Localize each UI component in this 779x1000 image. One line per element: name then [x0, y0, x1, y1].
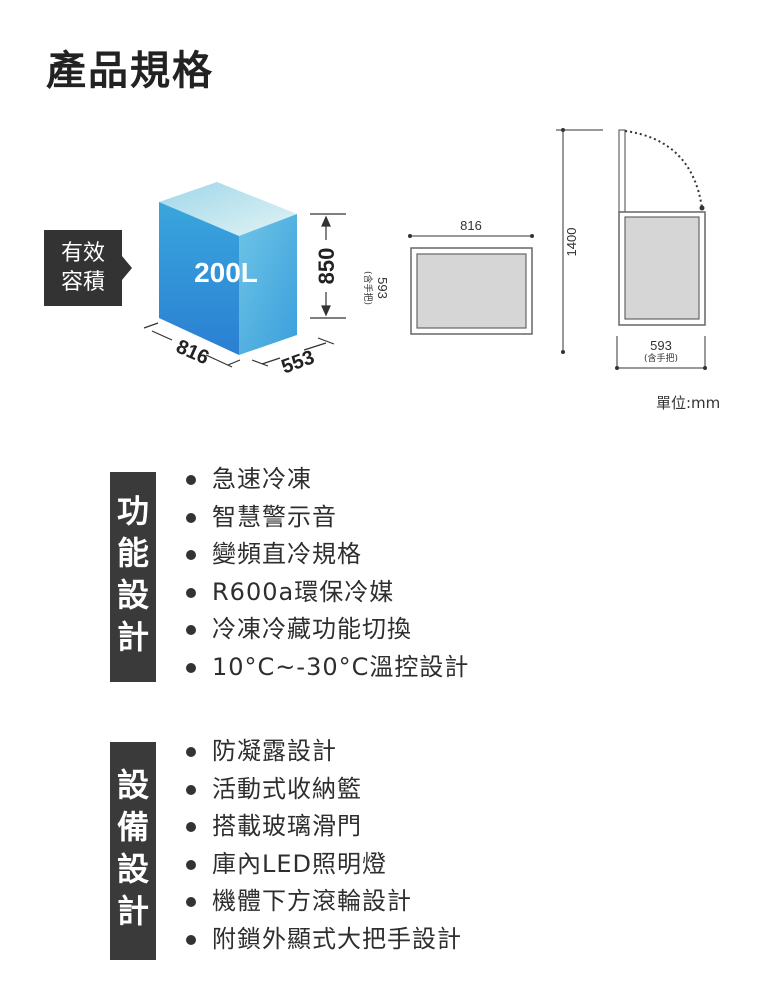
spec-diagram: 200L 850 816 553 593 (含手把) 816 — [143, 128, 707, 378]
list-item: R600a環保冷媒 — [186, 574, 469, 612]
volume-label-arrow — [122, 256, 132, 280]
front-view — [408, 234, 534, 335]
depth-value: 553 — [279, 346, 318, 378]
section-title-char: 設 — [116, 576, 149, 614]
section-title-char: 備 — [116, 808, 149, 846]
volume-value: 200L — [194, 257, 258, 288]
page-title: 產品規格 — [46, 48, 214, 94]
list-item: 防凝露設計 — [186, 733, 462, 771]
unit-note: 單位:mm — [656, 394, 721, 412]
list-item: 機體下方滾輪設計 — [186, 883, 462, 921]
depth-dimension — [251, 337, 335, 367]
width-value: 816 — [173, 336, 212, 370]
cube-top-face — [159, 182, 297, 236]
height-value: 850 — [314, 248, 339, 285]
section-function-title: 功 能 設 計 — [110, 472, 156, 682]
function-feature-list: 急速冷凍 智慧警示音 變頻直冷規格 R600a環保冷媒 冷凍冷藏功能切換 10°… — [186, 461, 469, 686]
list-item: 庫內LED照明燈 — [186, 846, 462, 884]
volume-cube — [159, 182, 297, 355]
list-item: 活動式收納籃 — [186, 771, 462, 809]
section-title-char: 計 — [116, 892, 149, 930]
section-equipment-title: 設 備 設 計 — [110, 742, 156, 960]
list-item: 冷凍冷藏功能切換 — [186, 611, 469, 649]
side-view — [556, 128, 707, 370]
list-item: 智慧警示音 — [186, 499, 469, 537]
list-item: 變頻直冷規格 — [186, 536, 469, 574]
section-title-char: 計 — [116, 618, 149, 656]
volume-label-line2: 容積 — [60, 270, 105, 295]
height-dimension — [310, 213, 346, 319]
section-title-char: 能 — [116, 534, 149, 572]
list-item: 搭載玻璃滑門 — [186, 808, 462, 846]
side-depth-note: (含手把) — [644, 352, 678, 364]
list-item: 10°C~-30°C溫控設計 — [186, 649, 469, 687]
equipment-feature-list: 防凝露設計 活動式收納籃 搭載玻璃滑門 庫內LED照明燈 機體下方滾輪設計 附鎖… — [186, 733, 462, 958]
volume-label-line1: 有效 — [60, 241, 105, 266]
list-item: 急速冷凍 — [186, 461, 469, 499]
cube-front-face — [159, 202, 239, 355]
side-depth-value: 593 — [650, 338, 672, 353]
open-height-value: 1400 — [564, 228, 579, 257]
front-depth-note: (含手把) — [362, 271, 374, 305]
front-depth-value: 593 — [375, 277, 390, 299]
section-title-char: 功 — [116, 492, 149, 530]
width-dimension — [143, 322, 241, 368]
cube-side-face — [239, 214, 297, 355]
section-title-char: 設 — [116, 766, 149, 804]
section-title-char: 設 — [116, 850, 149, 888]
front-width-value: 816 — [460, 218, 482, 233]
volume-label: 有效 容積 — [44, 230, 122, 306]
list-item: 附鎖外顯式大把手設計 — [186, 921, 462, 959]
